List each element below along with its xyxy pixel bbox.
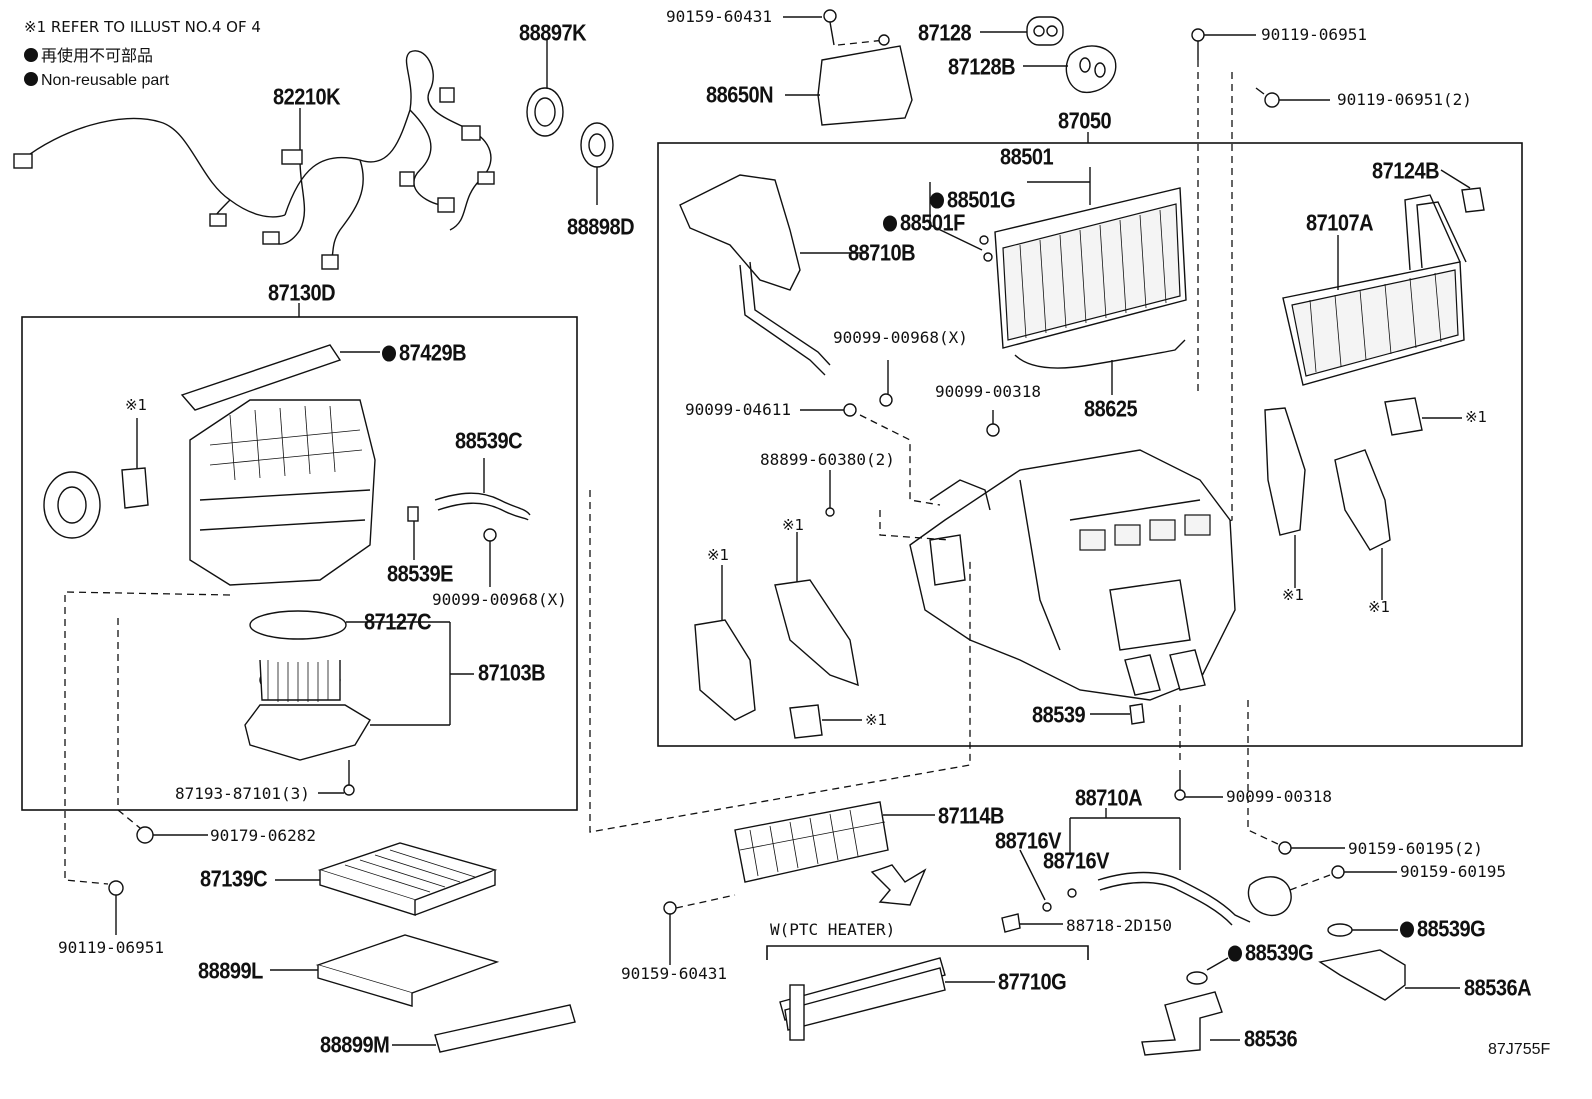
label-90119-06951-2: 90119-06951(2) (1337, 90, 1472, 109)
label-87103B: 87103B (478, 660, 546, 687)
label-88899L: 88899L (198, 958, 263, 985)
label-90179-06282: 90179-06282 (210, 826, 316, 845)
label-88718-2D150: 88718-2D150 (1066, 916, 1172, 935)
label-90099-04611: 90099-04611 (685, 400, 791, 419)
non-reusable-dot-icon (883, 215, 897, 232)
seal-drawing (526, 40, 614, 205)
label-88539C: 88539C (455, 428, 523, 455)
ref-mark: ※1 (707, 546, 730, 564)
legend-en-text: Non-reusable part (41, 72, 170, 89)
label-87114B: 87114B (938, 803, 1004, 830)
non-reusable-dot-icon (1400, 921, 1414, 938)
label-88650N: 88650N (706, 82, 774, 109)
label-ptc-heater: W(PTC HEATER) (770, 920, 896, 939)
non-reusable-dot-icon (24, 48, 38, 62)
label-90099-00318-bot: 90099-00318 (1226, 787, 1332, 806)
top-right-fasteners (1191, 28, 1330, 531)
label-88539G-2-text: 88539G (1245, 940, 1314, 967)
hvac-housing-drawing (909, 449, 1236, 701)
label-90099-00318-top: 90099-00318 (935, 382, 1041, 401)
label-90119-06951-bl: 90119-06951 (58, 938, 164, 957)
label-88710B: 88710B (848, 240, 916, 267)
ptc-drawing (663, 801, 995, 1041)
label-90159-60195: 90159-60195 (1400, 862, 1506, 881)
label-88897K: 88897K (519, 20, 587, 47)
label-87124B: 87124B (1372, 158, 1440, 185)
grommet-drawing (980, 16, 1117, 94)
ref-mark: ※1 (865, 711, 888, 729)
label-88501: 88501 (1000, 144, 1054, 171)
label-90159-60431-top: 90159-60431 (666, 7, 772, 26)
label-87050: 87050 (1058, 108, 1112, 135)
label-90119-06951-top: 90119-06951 (1261, 25, 1367, 44)
label-87429B: 87429B (382, 340, 467, 367)
label-88501G: 88501G (930, 187, 1016, 214)
label-88536: 88536 (1244, 1026, 1298, 1053)
label-90159-60431-bot: 90159-60431 (621, 964, 727, 983)
non-reusable-dot-icon (382, 345, 396, 362)
label-87128: 87128 (918, 20, 972, 47)
heater-core-drawing (1282, 169, 1485, 386)
ptc-bracket (766, 945, 1089, 960)
label-88539E: 88539E (387, 561, 453, 588)
actuator-drawing (694, 360, 1462, 739)
label-88625: 88625 (1084, 396, 1138, 423)
label-88899M: 88899M (320, 1032, 390, 1059)
diagram-code: 87J755F (1488, 1041, 1551, 1058)
legend-non-reusable-en: Non-reusable part (24, 72, 169, 89)
label-88716V-1: 88716V (995, 828, 1061, 855)
ref-mark: ※1 (1465, 408, 1488, 426)
bracket-drawing (783, 9, 913, 126)
label-87127C: 87127C (364, 609, 432, 636)
blower-drawing (244, 610, 474, 796)
label-88501F-text: 88501F (900, 210, 965, 237)
ref-mark: ※1 (782, 516, 805, 534)
duct-drawing (679, 174, 866, 376)
evaporator-drawing (929, 167, 1187, 395)
label-88710A: 88710A (1075, 785, 1143, 812)
label-87429B-text: 87429B (399, 340, 467, 367)
label-88716V-2: 88716V (1043, 848, 1109, 875)
label-87139C: 87139C (200, 866, 268, 893)
label-88539: 88539 (1032, 702, 1086, 729)
label-88536A: 88536A (1464, 975, 1532, 1002)
label-88539G-1-text: 88539G (1417, 916, 1486, 943)
label-88501F: 88501F (883, 212, 965, 235)
bottom-right-drawing (1141, 923, 1460, 1056)
label-87130D: 87130D (268, 280, 336, 307)
label-88899-60380: 88899-60380(2) (760, 450, 895, 469)
ref-mark: ※1 (1282, 586, 1305, 604)
label-87107A: 87107A (1306, 210, 1374, 237)
refer-note: ※1 REFER TO ILLUST NO.4 OF 4 (24, 18, 261, 36)
ref-mark: ※1 (125, 396, 148, 414)
label-82210K: 82210K (273, 84, 341, 111)
label-87193-87101: 87193-87101(3) (175, 784, 310, 803)
wire-harness-drawing (13, 50, 495, 270)
label-90099-00968X-left: 90099-00968(X) (432, 590, 567, 609)
label-90159-60195-2: 90159-60195(2) (1348, 839, 1483, 858)
label-88539G-2: 88539G (1228, 940, 1314, 967)
dashed-leader (64, 591, 231, 885)
filter-drawing (108, 826, 576, 1053)
legend-non-reusable-jp: 再使用不可部品 (24, 48, 153, 65)
group-box-right (657, 142, 1523, 747)
label-88539G-1: 88539G (1400, 916, 1486, 943)
label-88898D: 88898D (567, 214, 635, 241)
non-reusable-dot-icon (930, 192, 944, 209)
pipe-drawing (1001, 700, 1397, 933)
ref-mark: ※1 (1368, 598, 1391, 616)
label-87710G: 87710G (998, 969, 1067, 996)
non-reusable-dot-icon (1228, 945, 1242, 962)
label-88501G-text: 88501G (947, 187, 1016, 214)
label-87128B: 87128B (948, 54, 1016, 81)
legend-jp-text: 再使用不可部品 (41, 48, 154, 65)
left-case-drawing (43, 344, 531, 587)
label-90099-00968X-right: 90099-00968(X) (833, 328, 968, 347)
non-reusable-dot-icon (24, 72, 38, 86)
